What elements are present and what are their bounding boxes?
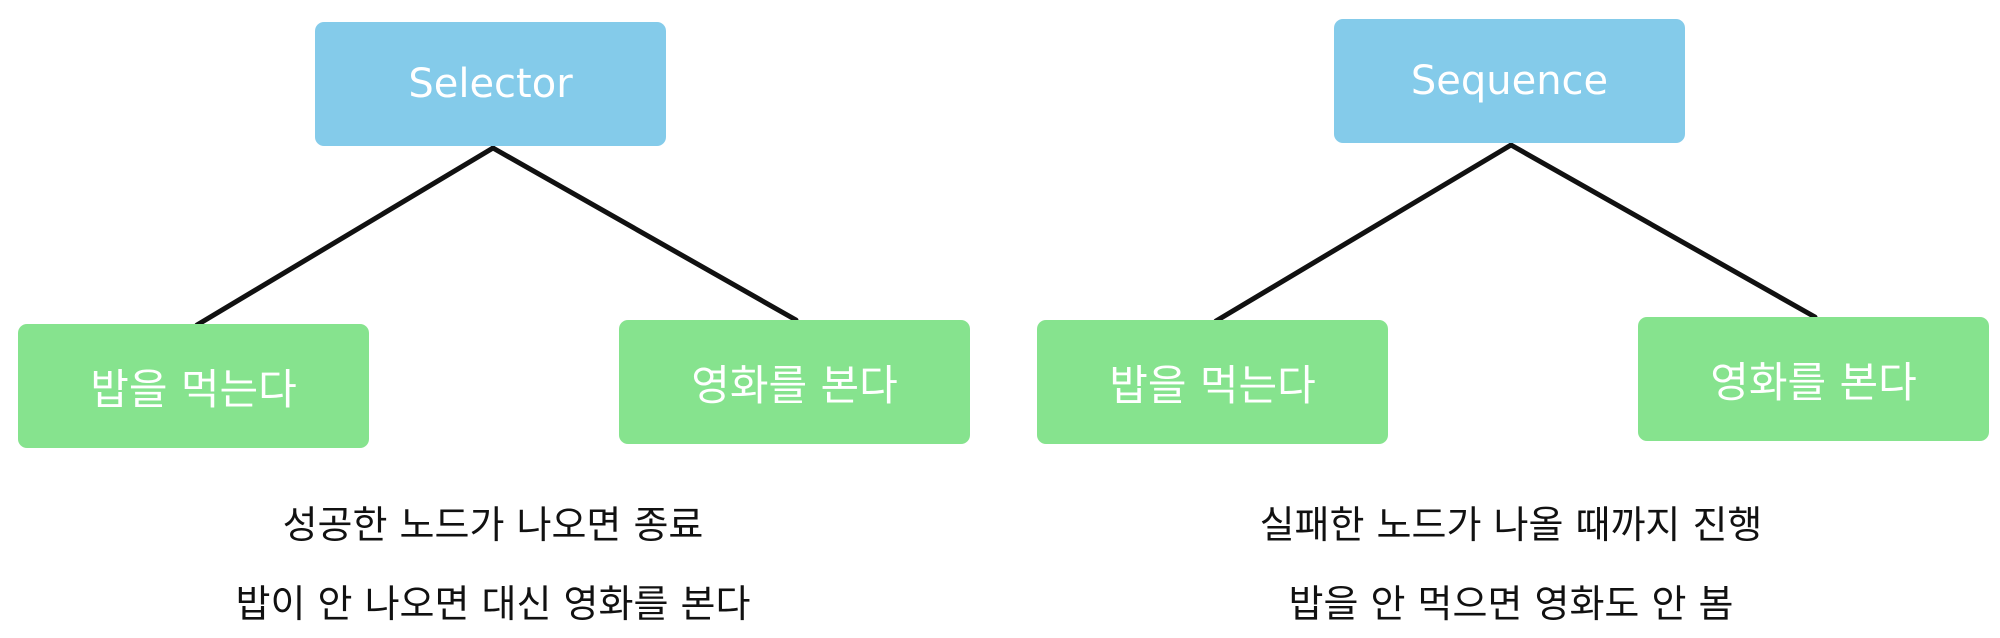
sequence-edge-right — [1508, 142, 1818, 320]
selector-caption-line-1: 성공한 노드가 나오면 종료 — [282, 503, 704, 547]
selector-edge-left — [194, 145, 496, 328]
sequence-node: Sequence — [1334, 19, 1685, 143]
selector-caption-line-2: 밥이 안 나오면 대신 영화를 본다 — [235, 582, 751, 626]
selector-edge-right — [490, 145, 799, 323]
sequence-caption-line-1: 실패한 노드가 나올 때까지 진행 — [1259, 503, 1763, 547]
sequence-child-movie: 영화를 본다 — [1638, 317, 1989, 441]
selector-node: Selector — [315, 22, 666, 146]
sequence-caption-line-2: 밥을 안 먹으면 영화도 안 봄 — [1288, 582, 1734, 626]
selector-child-eat: 밥을 먹는다 — [18, 324, 369, 448]
selector-child-movie: 영화를 본다 — [619, 320, 970, 444]
sequence-child-eat: 밥을 먹는다 — [1037, 320, 1388, 444]
sequence-edge-left — [1213, 142, 1514, 324]
